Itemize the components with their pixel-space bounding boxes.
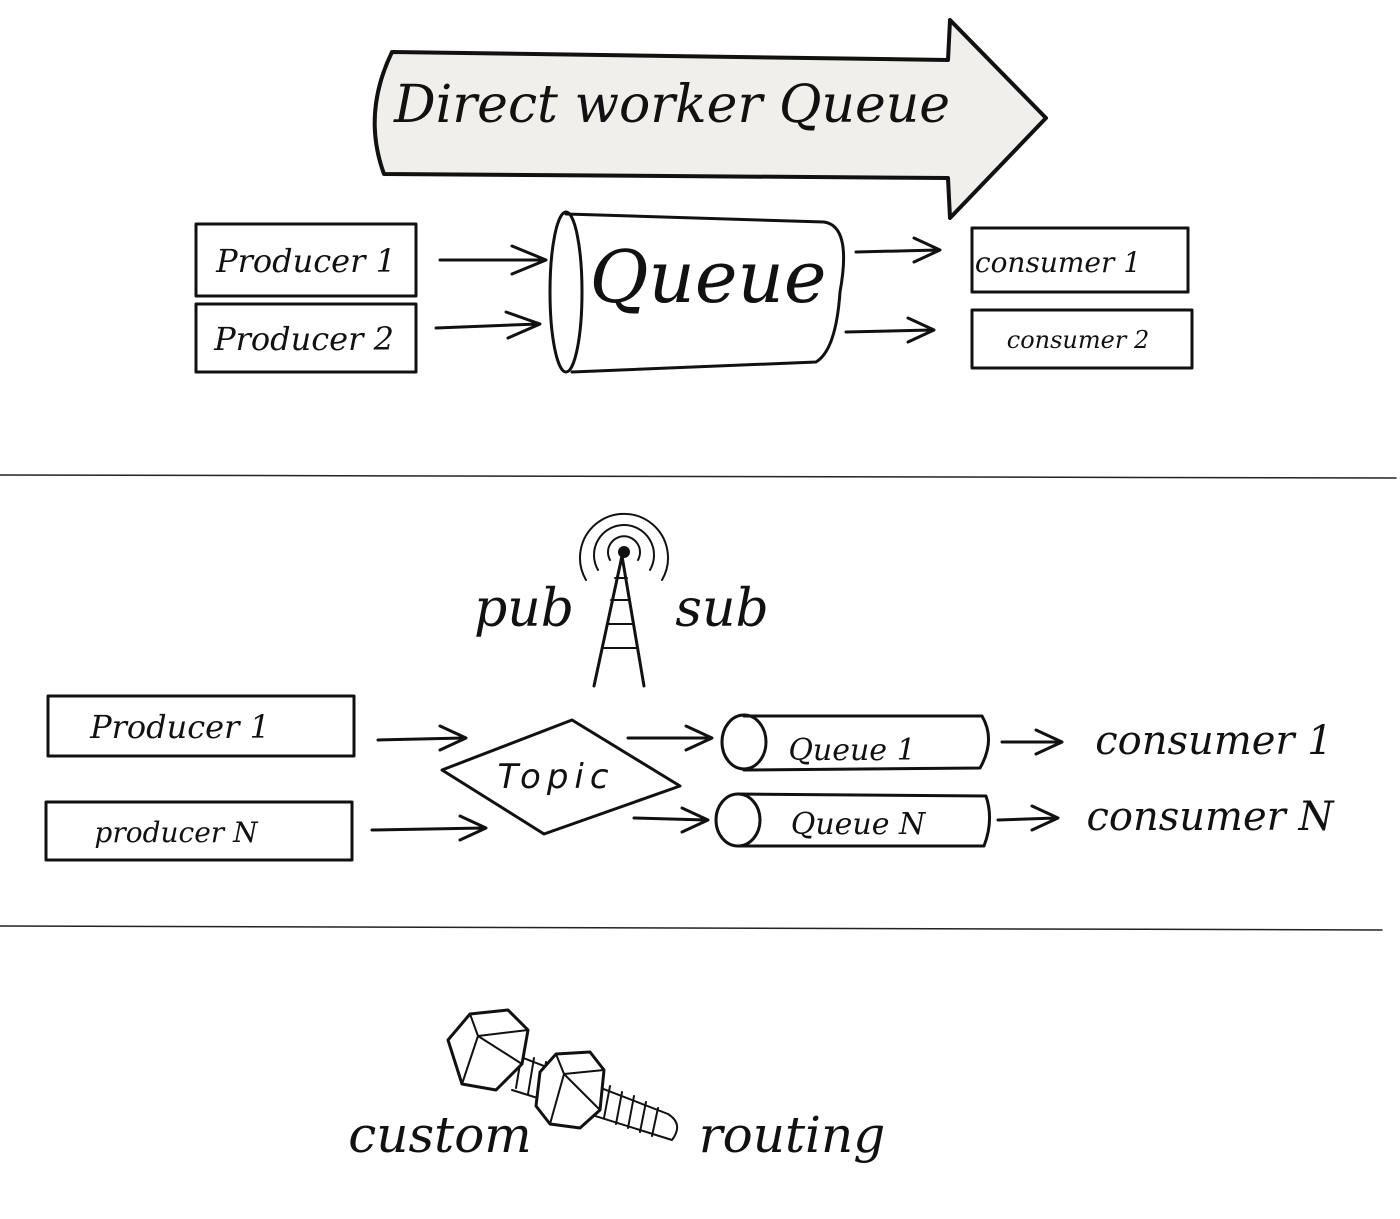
direct-arrow-p1 (438, 244, 548, 276)
pubsub-arrow-qn (632, 806, 710, 834)
direct-producer-2-label: Producer 2 (213, 320, 394, 358)
section-divider-2 (0, 925, 1383, 931)
direct-consumer-1-label: consumer 1 (975, 246, 1141, 279)
direct-producer-1-box: Producer 1 (194, 222, 418, 298)
direct-arrow-c1 (854, 236, 942, 264)
sub-label: sub (675, 579, 768, 639)
pubsub-consumer-1-label: consumer 1 (1095, 718, 1332, 764)
pubsub-arrow-q1 (626, 724, 714, 752)
pubsub-section: pub sub Producer 1 producer N Topic (44, 512, 1336, 862)
direct-queue-label: Queue (590, 235, 827, 319)
topic-label: Topic (497, 757, 614, 797)
pubsub-arrow-c1 (1000, 728, 1064, 756)
pubsub-consumer-n-label: consumer N (1087, 794, 1336, 840)
direct-consumer-1-box: consumer 1 (970, 226, 1190, 294)
radio-tower-icon (579, 512, 669, 688)
routing-label: routing (699, 1106, 886, 1164)
banner-title: Direct worker Queue (393, 75, 950, 135)
direct-consumer-2-label: consumer 2 (1007, 326, 1149, 354)
pubsub-queue-n-label: Queue N (791, 807, 927, 842)
direct-arrow-c2 (844, 316, 936, 344)
direct-producer-2-box: Producer 2 (194, 302, 418, 374)
pubsub-producer-n-box: producer N (44, 800, 354, 862)
pubsub-arrow-pn (370, 814, 488, 842)
direct-arrow-p2 (434, 310, 542, 340)
bolt-and-nut-icon (446, 1008, 679, 1141)
pubsub-queue-n: Queue N (714, 792, 991, 848)
custom-routing-section: custom routing (348, 1008, 886, 1164)
section-divider-1 (0, 474, 1397, 479)
direct-worker-section: Direct worker Queue Producer 1 Producer … (194, 18, 1194, 374)
topic-diamond: Topic (440, 718, 682, 836)
direct-queue-cylinder: Queue (548, 210, 846, 374)
pubsub-producer-1-box: Producer 1 (46, 694, 356, 758)
custom-label: custom (348, 1106, 531, 1164)
pubsub-queue-1-label: Queue 1 (788, 733, 915, 768)
pubsub-arrow-cn (996, 804, 1060, 832)
pubsub-arrow-p1 (376, 724, 468, 752)
banner-arrow-icon (372, 18, 1048, 220)
pubsub-producer-1-label: Producer 1 (89, 708, 270, 746)
pubsub-producer-n-label: producer N (94, 816, 259, 849)
pubsub-queue-1: Queue 1 (720, 713, 990, 772)
direct-producer-1-label: Producer 1 (215, 242, 396, 280)
direct-consumer-2-box: consumer 2 (970, 308, 1194, 370)
pub-label: pub (474, 579, 574, 639)
